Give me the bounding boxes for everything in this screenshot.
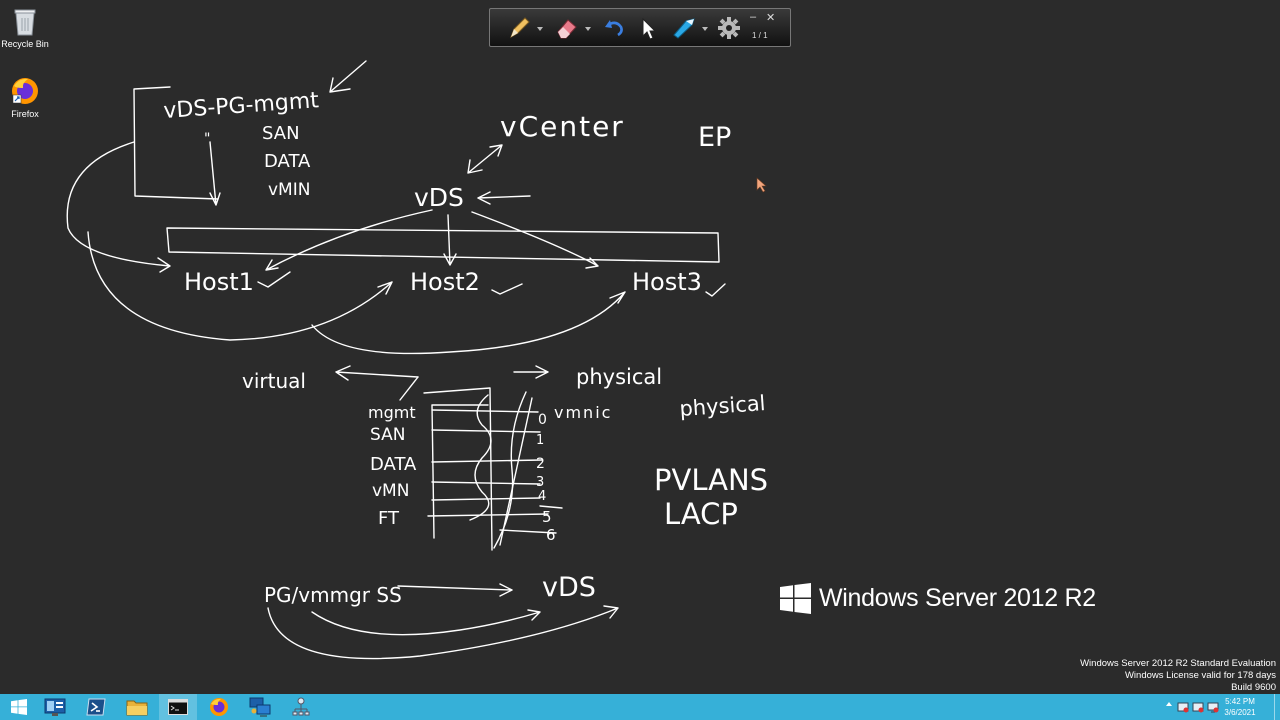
label-san: SAN <box>370 425 405 445</box>
eraser-dropdown[interactable] <box>585 27 591 31</box>
label-vmin-top: vMIN <box>268 180 310 200</box>
watermark-edition: Windows Server 2012 R2 Standard Evaluati… <box>1080 658 1276 669</box>
pen-dropdown[interactable] <box>537 27 543 31</box>
eraser-icon[interactable] <box>554 15 580 41</box>
clock-date: 3/6/2021 <box>1224 708 1256 717</box>
whiteboard-canvas[interactable]: vDS-PG-mgmt " SAN DATA vMIN vCenter EP v… <box>0 0 1280 694</box>
ink-toolbar[interactable]: – ✕ 1 / 1 <box>489 8 791 47</box>
label-host2: Host2 <box>410 268 480 296</box>
label-pvlans: PVLANS <box>654 463 768 497</box>
label-vmn: vMN <box>372 481 409 501</box>
label-physical-1: physical <box>576 365 662 389</box>
label-pg-vmmgr-ss: PG/vmmgr SS <box>264 583 402 607</box>
label-san-top: SAN <box>262 123 300 144</box>
pointer-icon[interactable] <box>638 15 658 41</box>
label-vds-pg-mgmt: vDS-PG-mgmt <box>163 88 320 124</box>
tray-app-icon-2[interactable] <box>1192 701 1204 713</box>
firefox-icon <box>210 698 228 716</box>
watermark-license: Windows License valid for 178 days <box>1124 670 1276 681</box>
powershell-icon <box>86 698 106 716</box>
file-explorer-icon <box>126 700 148 716</box>
highlighter-icon[interactable] <box>670 15 698 41</box>
firefox-shortcut[interactable]: Firefox <box>0 76 55 119</box>
taskbar-firefox[interactable] <box>200 694 238 720</box>
label-ft: FT <box>378 508 400 529</box>
windows-branding: Windows Server 2012 R2 <box>780 582 1096 614</box>
server-manager-icon <box>44 698 66 716</box>
clock-time: 5:42 PM <box>1225 697 1255 706</box>
label-data-top: DATA <box>264 151 311 172</box>
label-vmnic: vmnic <box>554 403 612 422</box>
command-prompt-icon <box>168 699 188 715</box>
toolbar-minimize-button[interactable]: – <box>750 11 757 23</box>
taskbar-command-prompt[interactable] <box>159 694 197 720</box>
start-icon <box>11 699 27 715</box>
toolbar-close-button[interactable]: ✕ <box>766 12 776 24</box>
label-host3: Host3 <box>632 268 702 296</box>
taskbar-powershell[interactable] <box>77 694 115 720</box>
recycle-bin-shortcut[interactable]: Recycle Bin <box>0 6 55 49</box>
label-nic-3: 3 <box>536 475 544 490</box>
show-desktop-button[interactable] <box>1274 694 1280 720</box>
recycle-bin-icon <box>14 9 36 36</box>
product-name: Windows Server 2012 R2 <box>819 583 1096 612</box>
highlighter-dropdown[interactable] <box>702 27 708 31</box>
label-mgmt: mgmt <box>368 403 416 422</box>
label-nic-4: 4 <box>538 489 546 504</box>
pen-icon[interactable] <box>506 15 532 41</box>
undo-icon[interactable] <box>602 15 628 41</box>
label-host1: Host1 <box>184 268 254 296</box>
remote-desktop-icon <box>249 697 271 717</box>
system-tray: 5:42 PM 3/6/2021 <box>1160 694 1280 720</box>
label-ditto: " <box>204 131 210 147</box>
taskbar: 5:42 PM 3/6/2021 <box>0 694 1280 720</box>
label-vds-top: vDS <box>414 183 464 212</box>
evaluation-watermark: Windows Server 2012 R2 Standard Evaluati… <box>1080 658 1276 694</box>
label-ep: EP <box>698 122 731 153</box>
label-nic-5: 5 <box>542 508 552 526</box>
taskbar-network[interactable] <box>282 694 320 720</box>
label-nic-1: 1 <box>536 433 544 448</box>
taskbar-file-explorer[interactable] <box>118 694 156 720</box>
taskbar-server-manager[interactable] <box>36 694 74 720</box>
firefox-label: Firefox <box>11 109 39 119</box>
windows-logo-icon <box>780 582 811 614</box>
label-vcenter: vCenter <box>500 110 625 143</box>
recycle-bin-label: Recycle Bin <box>1 39 49 49</box>
tray-network-icon[interactable] <box>1207 701 1219 713</box>
label-physical-2: physical <box>679 391 767 421</box>
gear-icon[interactable] <box>716 15 742 41</box>
page-indicator: 1 / 1 <box>752 31 768 40</box>
label-nic-0: 0 <box>538 412 547 428</box>
cursor-icon <box>756 177 767 193</box>
label-data: DATA <box>370 454 417 475</box>
show-hidden-icons-chevron-up-icon[interactable] <box>1166 702 1172 706</box>
taskbar-clock[interactable]: 5:42 PM 3/6/2021 <box>1218 696 1262 718</box>
label-nic-6: 6 <box>546 526 556 544</box>
label-lacp: LACP <box>664 497 738 531</box>
network-icon <box>292 697 310 716</box>
firefox-icon <box>12 78 38 104</box>
start-button[interactable] <box>0 694 38 720</box>
label-virtual: virtual <box>242 369 306 393</box>
tray-app-icon-1[interactable] <box>1177 701 1189 713</box>
taskbar-remote-desktop[interactable] <box>241 694 279 720</box>
label-nic-2: 2 <box>536 456 545 472</box>
watermark-build: Build 9600 <box>1231 682 1276 693</box>
label-vds-bottom: vDS <box>542 572 596 603</box>
